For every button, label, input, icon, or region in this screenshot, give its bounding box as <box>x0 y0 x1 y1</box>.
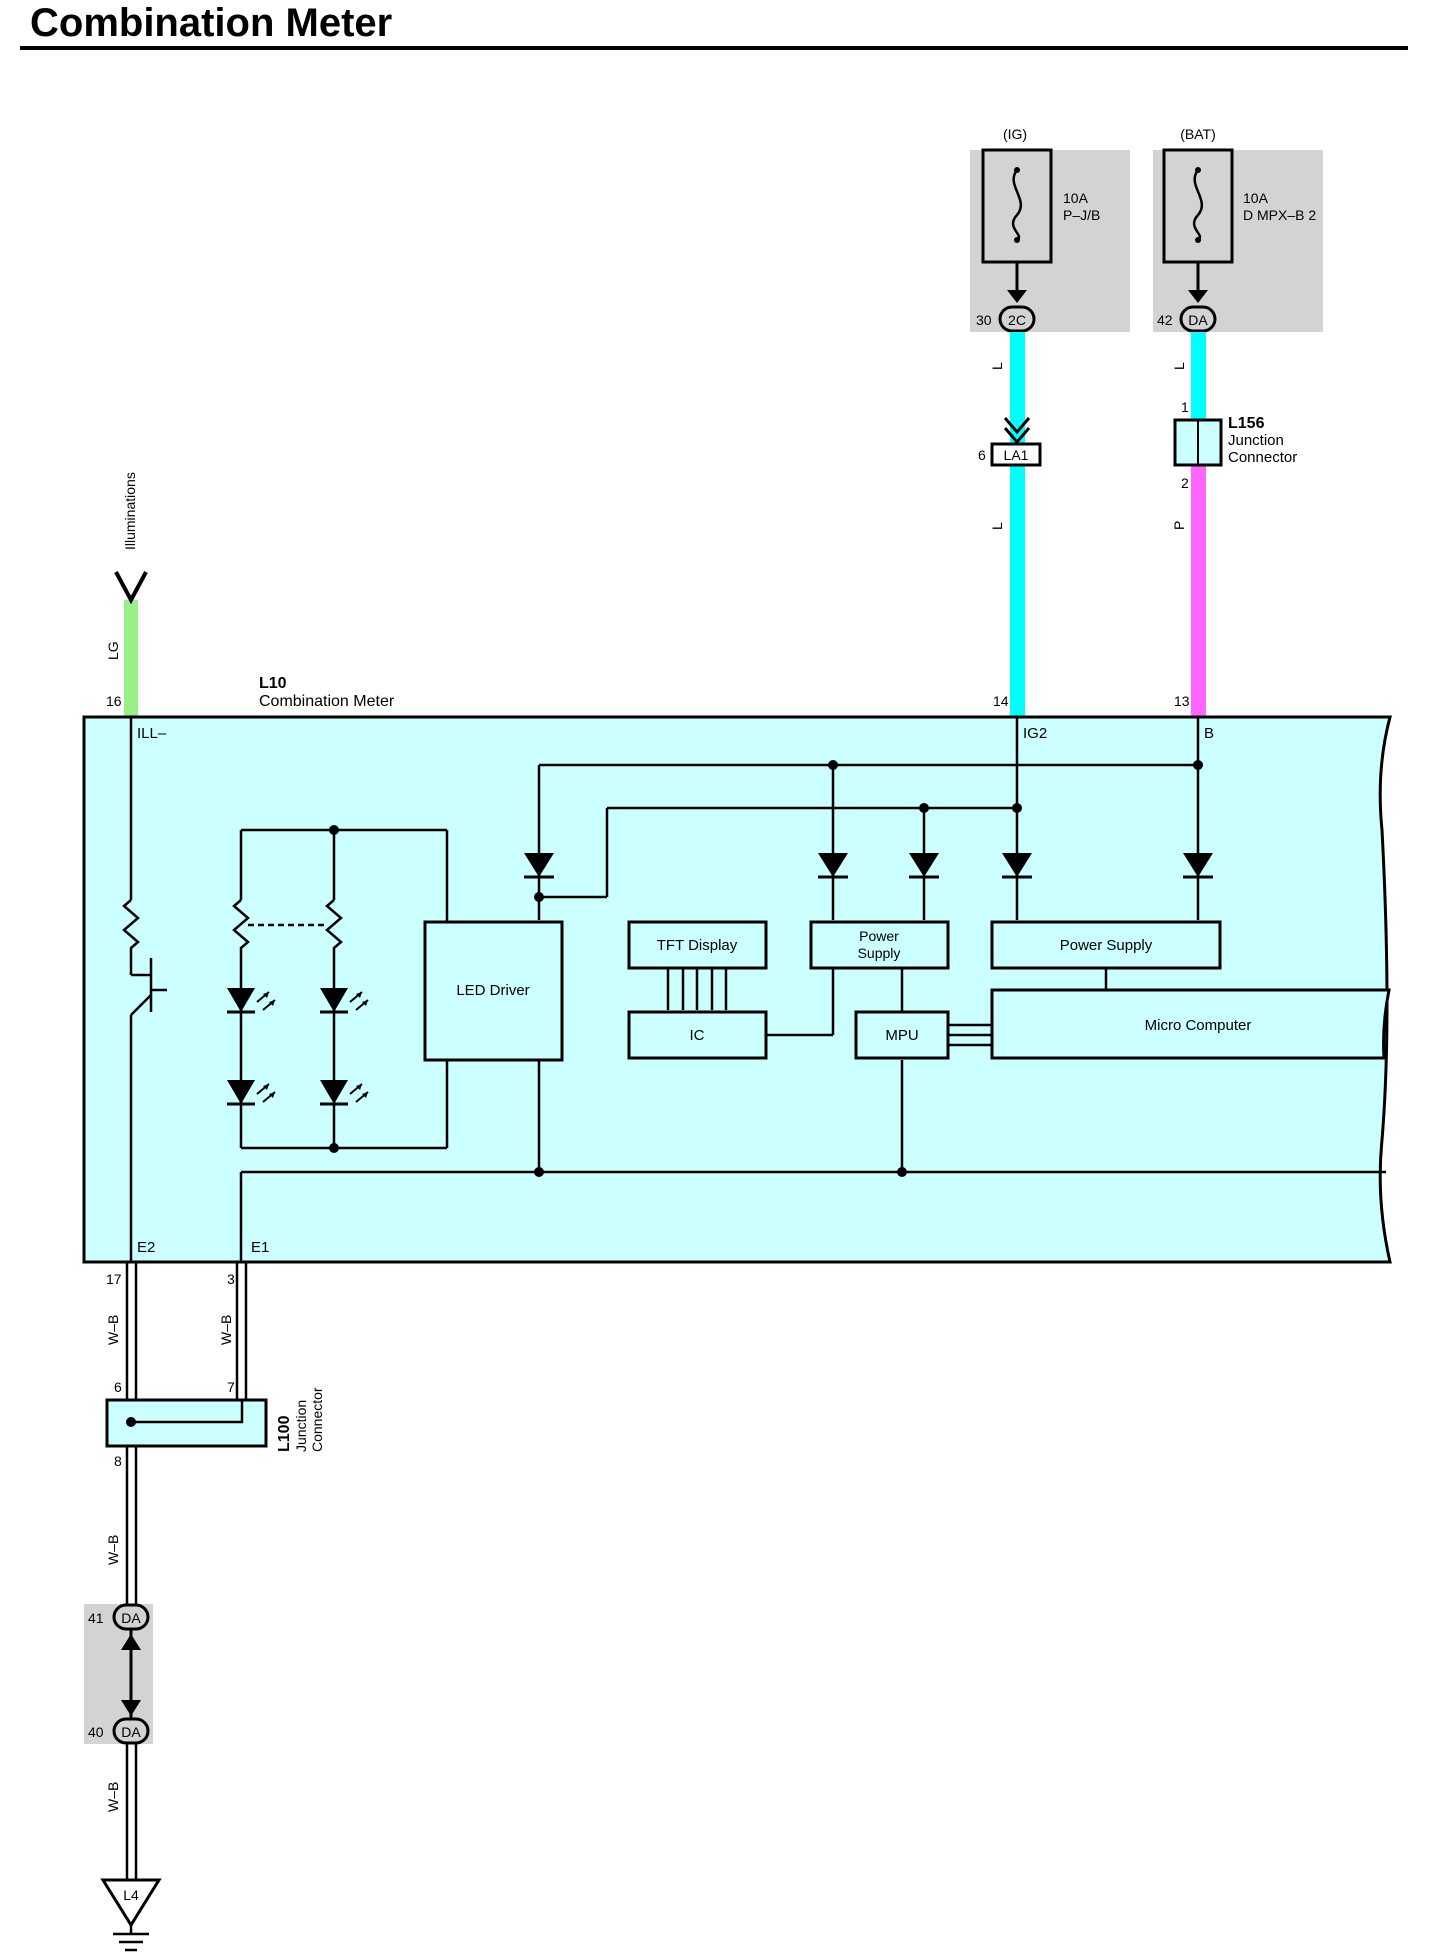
fuse-rating-bat: 10A <box>1243 190 1269 206</box>
connector-la1-label: LA1 <box>1004 447 1029 463</box>
connector-da-lower-pin: 40 <box>88 1724 104 1740</box>
connector-l156-name-2: Connector <box>1228 449 1297 466</box>
terminal-ig2: IG2 <box>1023 725 1047 742</box>
wire-bat-l <box>1191 332 1206 420</box>
fuse-connector-bat: DA <box>1188 312 1208 328</box>
connector-la1: LA1 6 <box>978 417 1042 467</box>
meter-body <box>82 715 1392 1264</box>
connector-l100-name-1: Junction <box>293 1400 309 1452</box>
meter-name: Combination Meter <box>259 693 395 710</box>
wire-label-lg: LG <box>105 641 121 660</box>
illuminations-label: Illuminations <box>122 472 138 550</box>
wire-label-wb-1: W–B <box>105 1315 121 1345</box>
connector-l156-name-1: Junction <box>1228 432 1284 449</box>
fuse-source-ig: (IG) <box>1003 126 1027 142</box>
block-power-supply-small-label-1: Power <box>859 928 899 944</box>
meter-id: L10 <box>259 675 287 692</box>
wire-label-p: P <box>1171 521 1187 530</box>
block-micro-computer: Micro Computer <box>990 988 1391 1060</box>
block-ic-label: IC <box>690 1027 705 1044</box>
pin-ill: 16 <box>106 693 122 709</box>
wire-ill-lg <box>124 600 138 717</box>
pin-ig2: 14 <box>993 693 1009 709</box>
block-power-supply: Power Supply <box>990 920 1222 970</box>
connector-l156-pin-top: 1 <box>1181 399 1189 415</box>
meter-internal-wiring <box>122 717 1386 1262</box>
block-power-supply-label: Power Supply <box>1060 937 1153 954</box>
connector-da-upper-pin: 41 <box>88 1610 104 1626</box>
connector-l100-name-2: Connector <box>309 1387 325 1452</box>
page-title: Combination Meter <box>30 1 393 45</box>
block-ic: IC <box>627 1010 768 1060</box>
fuse-name-bat: D MPX–B 2 <box>1243 207 1316 223</box>
ground-wiring <box>125 1262 248 1880</box>
wire-label-l-1: L <box>989 362 1005 370</box>
fuse-connector-ig: 2C <box>1008 312 1026 328</box>
block-micro-computer-label: Micro Computer <box>1145 1017 1252 1034</box>
connector-l100: 6 7 8 L100 Junction Connector <box>105 1379 325 1469</box>
block-tft-display-label: TFT Display <box>657 937 738 954</box>
pin-e2: 17 <box>106 1271 122 1287</box>
terminal-ill: ILL– <box>137 725 167 742</box>
block-mpu: MPU <box>854 1010 950 1060</box>
connector-l156: 1 2 L156 Junction Connector <box>1173 399 1297 491</box>
connector-da-upper-label: DA <box>121 1610 141 1626</box>
junction-dots <box>329 760 1203 1177</box>
block-power-supply-small-label-2: Supply <box>858 945 901 961</box>
fuse-box-ig: (IG) 10A P–J/B 2C 30 <box>970 126 1130 333</box>
fuse-box-bat: (BAT) 10A D MPX–B 2 DA 42 <box>1153 126 1323 333</box>
ground-icon: L4 <box>100 1878 162 1952</box>
pin-e1: 3 <box>227 1271 235 1287</box>
wire-label-l-2: L <box>989 522 1005 530</box>
wire-ig-l <box>1010 332 1025 717</box>
fuse-name-ig: P–J/B <box>1063 207 1100 223</box>
connector-l100-pin-8: 8 <box>114 1453 122 1469</box>
block-led-driver-label: LED Driver <box>456 982 529 999</box>
block-mpu-label: MPU <box>885 1027 918 1044</box>
wire-label-wb-3: W–B <box>105 1535 121 1565</box>
ground-label: L4 <box>123 1887 139 1903</box>
pin-b: 13 <box>1174 693 1190 709</box>
connector-l100-pin-6: 6 <box>114 1379 122 1395</box>
terminal-e1: E1 <box>251 1239 269 1256</box>
connector-l156-pin-bottom: 2 <box>1181 475 1189 491</box>
connector-da-lower-label: DA <box>121 1724 141 1740</box>
connector-la1-pin: 6 <box>978 447 986 463</box>
terminal-e2: E2 <box>137 1239 155 1256</box>
fuse-pin-ig: 30 <box>976 312 992 328</box>
illuminations-arrow-icon <box>114 571 148 605</box>
fuse-source-bat: (BAT) <box>1180 126 1216 142</box>
wire-bat-p <box>1191 465 1206 717</box>
block-tft-display: TFT Display <box>627 920 768 970</box>
title-rule <box>20 46 1408 50</box>
block-led-driver: LED Driver <box>423 920 564 1062</box>
wire-label-wb-4: W–B <box>105 1782 121 1812</box>
terminal-b: B <box>1204 725 1214 742</box>
fuse-rating-ig: 10A <box>1063 190 1089 206</box>
connector-l100-pin-7: 7 <box>227 1379 235 1395</box>
block-power-supply-small: Power Supply <box>809 920 950 970</box>
wire-label-wb-2: W–B <box>218 1315 234 1345</box>
connector-l156-id: L156 <box>1228 415 1265 432</box>
connector-da-pair: DA 41 DA 40 <box>84 1603 153 1745</box>
connector-l100-id: L100 <box>276 1415 293 1452</box>
fuse-pin-bat: 42 <box>1157 312 1173 328</box>
wire-label-l-3: L <box>1171 362 1187 370</box>
